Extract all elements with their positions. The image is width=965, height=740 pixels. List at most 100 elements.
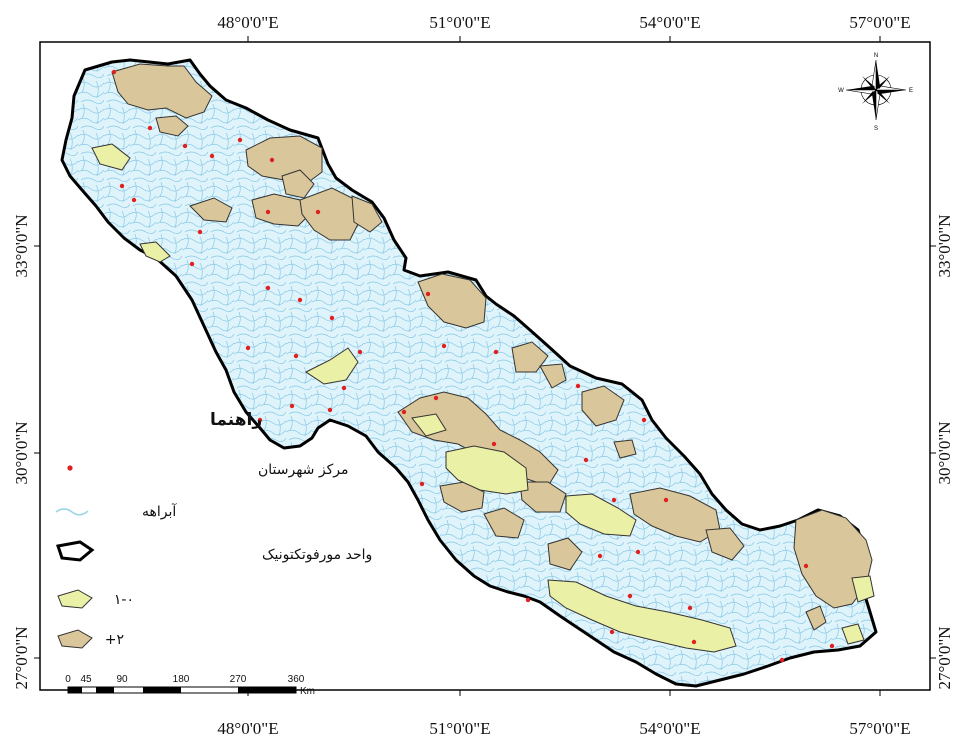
scale-tick-label: 90	[116, 674, 128, 685]
graticule-ticks	[34, 36, 936, 696]
unit-pos2-l	[613, 439, 637, 459]
compass-point	[862, 91, 875, 104]
scale-tick-label: 45	[80, 674, 92, 685]
city-dot	[597, 553, 603, 559]
scale-segment	[68, 687, 82, 693]
left-latitude-labels: 33°0'0"N 30°0'0"N 27°0'0"N	[12, 214, 31, 689]
legend-city-dot	[67, 465, 73, 471]
compass-point	[862, 76, 875, 89]
city-dot	[641, 417, 647, 423]
unit-pos2-c	[281, 169, 315, 199]
city-dot	[131, 197, 137, 203]
compass-point	[877, 91, 890, 104]
unit-0-1-h	[851, 575, 875, 603]
scale-tick-label: 0	[65, 674, 71, 685]
city-dot	[265, 209, 271, 215]
left-lat-label: 33°0'0"N	[12, 214, 31, 277]
bottom-lon-label: 54°0'0"E	[639, 719, 700, 738]
city-dot	[433, 395, 439, 401]
city-dot	[575, 383, 581, 389]
city-dot	[691, 639, 697, 645]
unit-pos2-d	[251, 193, 313, 227]
unit-pos2-nw	[111, 63, 213, 119]
top-lon-label: 54°0'0"E	[639, 13, 700, 32]
legend-label-city: مرکز شهرستان	[258, 462, 348, 478]
legend-unit-pos2	[57, 629, 93, 649]
city-dot	[327, 407, 333, 413]
city-dot	[441, 343, 447, 349]
right-lat-label: 27°0'0"N	[935, 626, 954, 689]
city-dot	[609, 629, 615, 635]
bottom-longitude-labels: 48°0'0"E 51°0'0"E 54°0'0"E 57°0'0"E	[217, 719, 910, 738]
legend-title: راهنما	[210, 410, 262, 430]
unit-0-1-a	[91, 143, 131, 171]
unit-pos2-q	[547, 537, 583, 571]
city-dot	[829, 643, 835, 649]
unit-0-1-d	[411, 413, 447, 437]
county-centers	[111, 69, 835, 663]
city-dot	[635, 549, 641, 555]
city-dot	[401, 409, 407, 415]
right-lat-label: 30°0'0"N	[935, 421, 954, 484]
city-dot	[209, 153, 215, 159]
compass-letter-n: N	[874, 53, 878, 59]
compass-point	[877, 76, 890, 89]
city-dot	[779, 657, 785, 663]
city-dot	[803, 563, 809, 569]
city-dot	[357, 349, 363, 355]
city-dot	[237, 137, 243, 143]
unit-pos2-j	[539, 363, 567, 389]
city-dot	[293, 353, 299, 359]
city-dot	[245, 345, 251, 351]
city-dot	[111, 69, 117, 75]
city-dot	[627, 593, 633, 599]
unit-pos2-a	[155, 115, 189, 137]
unit-pos2-b	[245, 135, 323, 185]
unit-pos2-p	[483, 507, 525, 539]
unit-pos2-h	[417, 273, 487, 329]
city-dot	[491, 441, 497, 447]
unit-pos2-u	[805, 605, 827, 631]
unit-pos2-e	[299, 187, 361, 241]
unit-0-1-b	[139, 241, 171, 263]
legend-label-0-1: ۱-۰	[114, 592, 134, 608]
top-lon-label: 51°0'0"E	[429, 13, 490, 32]
units-0-1	[91, 143, 875, 653]
scale-tick-label: 270	[230, 674, 247, 685]
unit-pos2-s	[705, 527, 745, 561]
top-longitude-labels: 48°0'0"E 51°0'0"E 54°0'0"E 57°0'0"E	[217, 13, 910, 32]
unit-pos2-n	[519, 481, 567, 513]
legend-stream-line	[55, 508, 89, 516]
city-dot	[119, 183, 125, 189]
unit-0-1-e	[445, 445, 529, 495]
unit-pos2-i	[511, 341, 549, 373]
scale-bar: 0 45 90 180 270 360 Km	[65, 674, 315, 697]
bottom-lon-label: 57°0'0"E	[849, 719, 910, 738]
north-arrow: N S E W	[838, 53, 913, 132]
city-dot	[525, 597, 531, 603]
city-dot	[297, 297, 303, 303]
city-dot	[341, 385, 347, 391]
legend-label-pos2: +۲	[105, 632, 124, 648]
unit-pos2-k	[581, 385, 625, 427]
city-dot	[289, 403, 295, 409]
scale-segment	[143, 687, 181, 693]
city-dot	[257, 417, 263, 423]
city-dot	[265, 285, 271, 291]
compass-point	[876, 60, 880, 90]
city-dot	[611, 497, 617, 503]
scale-segment	[96, 687, 114, 693]
unit-0-1-c	[305, 347, 359, 385]
left-lat-label: 27°0'0"N	[12, 626, 31, 689]
unit-0-1-i	[841, 623, 865, 645]
city-dot	[425, 291, 431, 297]
city-dot	[315, 209, 321, 215]
right-lat-label: 33°0'0"N	[935, 214, 954, 277]
left-lat-label: 30°0'0"N	[12, 421, 31, 484]
city-dot	[269, 157, 275, 163]
legend-label-unit: واحد مورفوتکتونیک	[262, 547, 372, 563]
city-dot	[419, 481, 425, 487]
legend: راهنما مرکز شهرستان آبراهه واحد مورفوتکت…	[55, 410, 372, 649]
legend-label-stream: آبراهه	[142, 503, 177, 520]
